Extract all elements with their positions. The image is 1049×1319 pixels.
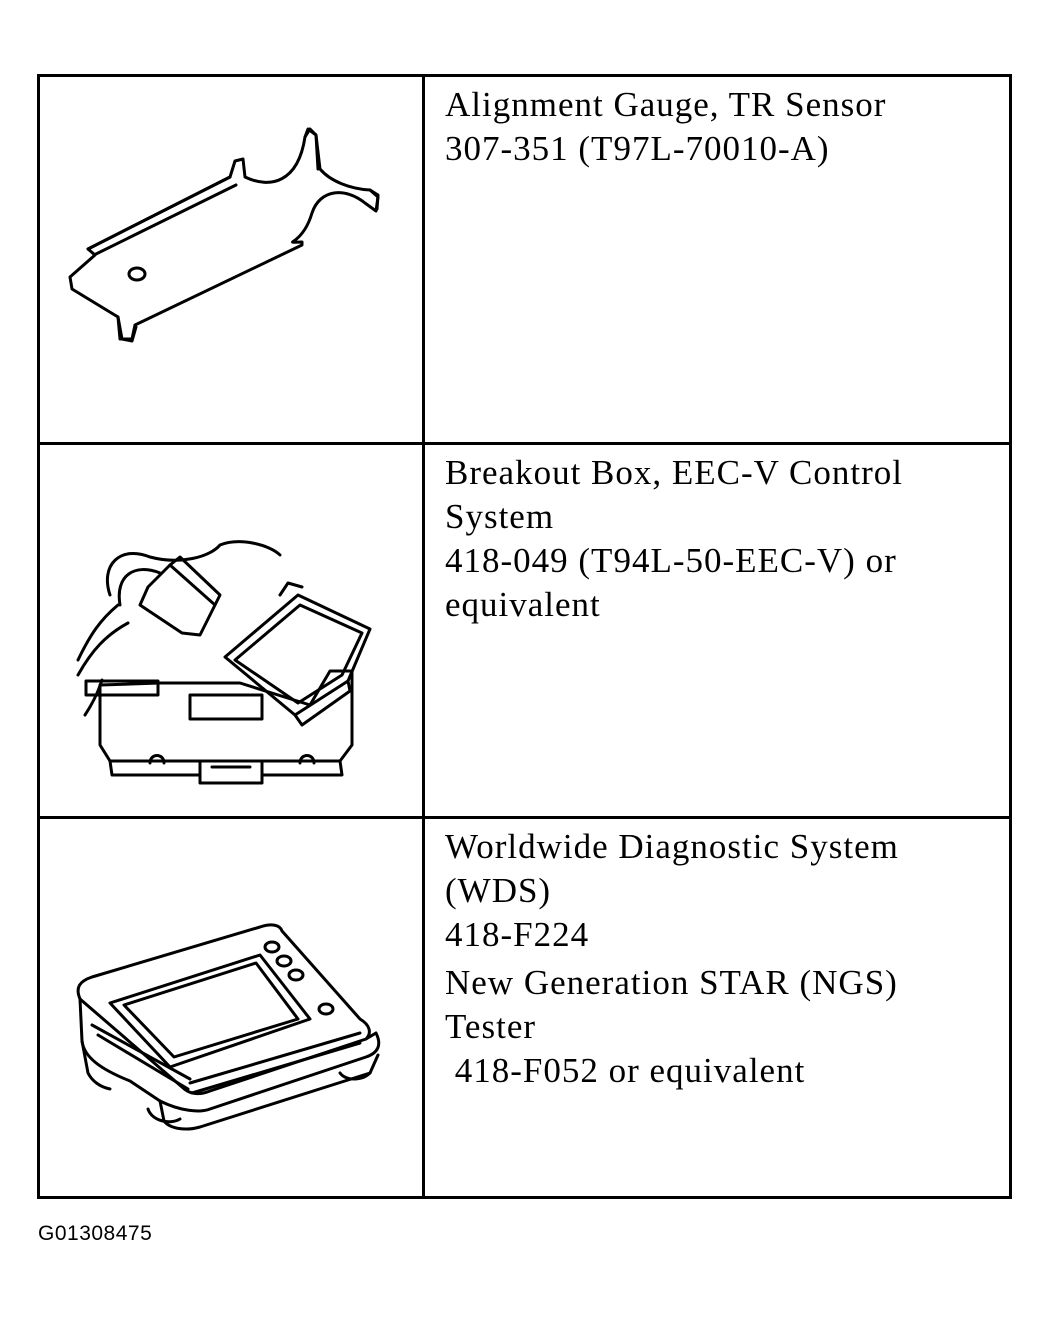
diagnostic-tester-icon: [76, 923, 381, 1131]
tool-part-number: 418-049 (T94L-50-EEC-V) or: [445, 541, 897, 580]
figure-id: G01308475: [38, 1222, 153, 1245]
tool-part-number: 418-F224: [445, 915, 590, 954]
tool-row-breakout-box: Breakout Box, EEC-V Control System 418-0…: [40, 445, 1009, 819]
breakout-box-icon: [76, 540, 372, 785]
tool-description: Alignment Gauge, TR Sensor 307-351 (T97L…: [445, 83, 999, 171]
tool-image-cell: [40, 445, 425, 816]
tool-name-alt-cont: Tester: [445, 1007, 537, 1046]
tool-name: Worldwide Diagnostic System: [445, 827, 899, 866]
tool-name: Breakout Box, EEC-V Control: [445, 453, 903, 492]
special-tools-table: Alignment Gauge, TR Sensor 307-351 (T97L…: [37, 74, 1012, 1199]
tool-description: Breakout Box, EEC-V Control System 418-0…: [445, 451, 999, 627]
tool-part-number-alt: 418-F052 or equivalent: [445, 1051, 806, 1090]
tool-name-cont: (WDS): [445, 871, 552, 910]
tool-name-cont: System: [445, 497, 555, 536]
tool-name: Alignment Gauge, TR Sensor: [445, 85, 887, 124]
tool-row-alignment-gauge: Alignment Gauge, TR Sensor 307-351 (T97L…: [40, 77, 1009, 445]
tool-part-number-cont: equivalent: [445, 585, 601, 624]
tool-image-cell: [40, 819, 425, 1196]
tool-image-cell: [40, 77, 425, 442]
tool-name-alt: New Generation STAR (NGS): [445, 963, 898, 1002]
tool-row-diagnostic-tester: Worldwide Diagnostic System (WDS) 418-F2…: [40, 819, 1009, 1196]
tool-description: Worldwide Diagnostic System (WDS) 418-F2…: [445, 825, 999, 1093]
alignment-gauge-icon: [68, 127, 380, 343]
tool-part-number: 307-351 (T97L-70010-A): [445, 129, 830, 168]
